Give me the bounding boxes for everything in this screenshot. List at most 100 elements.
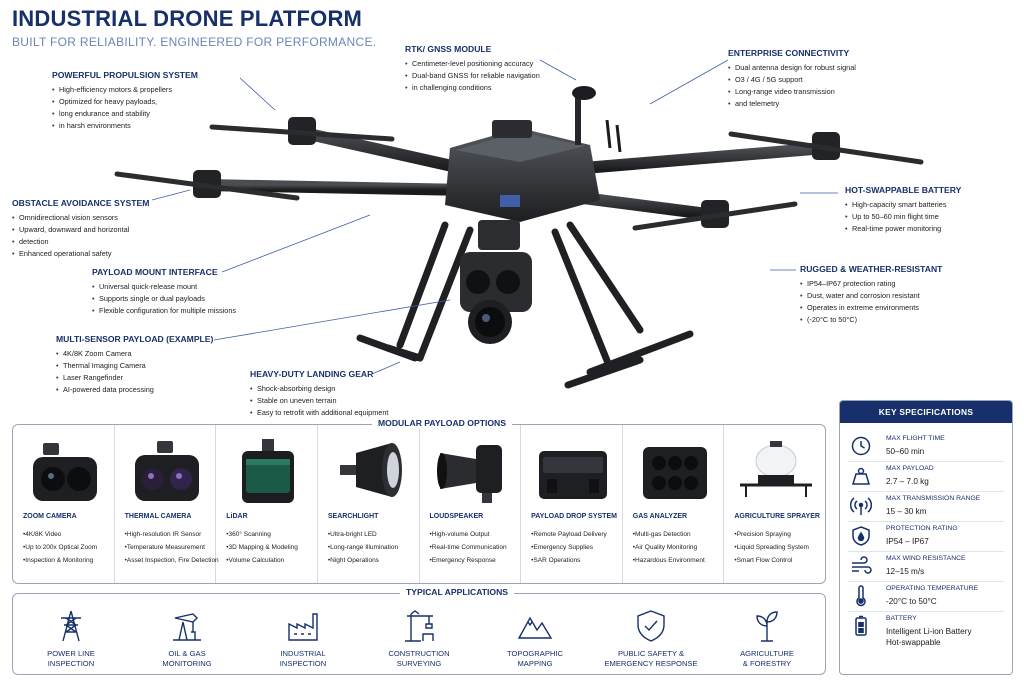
callout-item: Operates in extreme environments [800, 302, 942, 314]
callout-item: High-efficiency motors & propellers [52, 84, 198, 96]
payload-name: THERMAL CAMERA [124, 513, 192, 520]
payload-feature: Volume Calculation [226, 554, 298, 567]
payload-grid: ZOOM CAMERA4K/8K VideoUp to 200x Optical… [13, 425, 825, 583]
payload-card[interactable]: THERMAL CAMERA High-resolution IR SensorT… [115, 425, 219, 583]
spec-divider [848, 461, 1004, 462]
callout-item: Flexible configuration for multiple miss… [92, 305, 236, 317]
payload-features: High-resolution IR SensorTemperature Mea… [125, 528, 219, 567]
callout-item: in harsh environments [52, 120, 198, 132]
callout-rtk-gnss: RTK/ GNSS MODULE Centimeter-level positi… [405, 44, 540, 94]
payload-features: Remote Payload DeliveryEmergency Supplie… [531, 528, 606, 567]
applications-title: TYPICAL APPLICATIONS [400, 587, 515, 597]
shield-check-icon [633, 608, 669, 644]
callout-item: Stable on uneven terrain [250, 395, 388, 407]
payload-card[interactable]: AGRICULTURE SPRAYERPrecision SprayingLiq… [724, 425, 825, 583]
payload-name: ZOOM CAMERA [23, 513, 77, 520]
payload-feature: Remote Payload Delivery [531, 528, 606, 541]
payload-name: PAYLOAD DROP SYSTEM [531, 513, 617, 520]
payload-name: SEARCHLIGHT [327, 513, 379, 520]
spec-label: BATTERY [886, 615, 917, 622]
searchlight-image [330, 435, 410, 505]
payload-card[interactable]: GAS ANALYZER Multi-gas DetectionAir Quali… [623, 425, 725, 583]
callout-item: Dual-band GNSS for reliable navigation [405, 70, 540, 82]
application-item[interactable]: AGRICULTURE & FORESTRY [709, 594, 825, 674]
gas-analyzer-image [635, 435, 715, 505]
application-label: POWER LINE INSPECTION [47, 649, 95, 668]
payload-features: Multi-gas DetectionAir Quality Monitorin… [633, 528, 705, 567]
weight-icon [850, 465, 872, 487]
application-item[interactable]: INDUSTRIAL INSPECTION [245, 594, 361, 674]
spec-label: MAX PAYLOAD [886, 465, 934, 472]
callout-item: Up to 50–60 min flight time [845, 211, 961, 223]
payload-feature: 3D Mapping & Modeling [226, 541, 298, 554]
payload-card[interactable]: SEARCHLIGHT Ultra-bright LEDLong-range Il… [318, 425, 420, 583]
spec-divider [848, 521, 1004, 522]
spec-divider [848, 551, 1004, 552]
application-item[interactable]: OIL & GAS MONITORING [129, 594, 245, 674]
application-label: TOPOGRAPHIC MAPPING [507, 649, 563, 668]
callout-item: long endurance and stability [52, 108, 198, 120]
payload-card[interactable]: LiDAR360° Scanning3D Mapping & ModelingV… [216, 425, 318, 583]
plant-icon [749, 608, 785, 644]
payload-feature: Long-range Illumination [328, 541, 398, 554]
callout-multi-sensor-payload: MULTI-SENSOR PAYLOAD (EXAMPLE) 4K/8K Zoo… [56, 334, 213, 396]
callout-obstacle-avoidance: OBSTACLE AVOIDANCE SYSTEM Omnidirectiona… [12, 198, 149, 260]
factory-icon [285, 608, 321, 644]
spec-value: 2.7 – 7.0 kg [886, 477, 929, 486]
callout-item: Real-time power monitoring [845, 223, 961, 235]
lidar-image [228, 435, 308, 505]
callout-item: Dust, water and corrosion resistant [800, 290, 942, 302]
payload-feature: Asset Inspection, Fire Detection [125, 554, 219, 567]
application-item[interactable]: CONSTRUCTION SURVEYING [361, 594, 477, 674]
payload-card[interactable]: ZOOM CAMERA4K/8K VideoUp to 200x Optical… [13, 425, 115, 583]
application-item[interactable]: TOPOGRAPHIC MAPPING [477, 594, 593, 674]
payload-feature: Night Operations [328, 554, 398, 567]
callout-propulsion: POWERFUL PROPULSION SYSTEM High-efficien… [52, 70, 198, 132]
payload-feature: 4K/8K Video [23, 528, 97, 541]
payload-feature: 360° Scanning [226, 528, 298, 541]
payload-feature: Temperature Measurement [125, 541, 219, 554]
payload-card[interactable]: PAYLOAD DROP SYSTEM Remote Payload Delive… [521, 425, 623, 583]
drone-illustration [114, 86, 924, 389]
payload-feature: Inspection & Monitoring [23, 554, 97, 567]
callout-hot-swappable-battery: HOT-SWAPPABLE BATTERY High-capacity smar… [845, 185, 961, 235]
landing-gear [356, 221, 694, 389]
callout-item: Upward, downward and horizontal [12, 224, 149, 236]
mountain-icon [517, 608, 553, 644]
application-item[interactable]: POWER LINE INSPECTION [13, 594, 129, 674]
applications-panel: POWER LINE INSPECTION OIL & GAS MONITORIN… [12, 593, 826, 675]
callout-title: PAYLOAD MOUNT INTERFACE [92, 267, 218, 277]
callout-item: Easy to retrofit with additional equipme… [250, 407, 388, 419]
callout-item: (-20°C to 50°C) [800, 314, 942, 326]
spec-divider [848, 581, 1004, 582]
spec-label: PROTECTION RATING [886, 525, 958, 532]
payload-feature: Hazardous Environment [633, 554, 705, 567]
callout-item: Long-range video transmission [728, 86, 856, 98]
payload-name: GAS ANALYZER [632, 513, 688, 520]
payload-card[interactable]: LOUDSPEAKERHigh-volume OutputReal-time C… [420, 425, 522, 583]
spec-label: MAX FLIGHT TIME [886, 435, 945, 442]
page-title: INDUSTRIAL DRONE PLATFORM [12, 6, 363, 31]
callout-title: RTK/ GNSS MODULE [405, 44, 492, 54]
drone-body [445, 86, 622, 222]
application-item[interactable]: PUBLIC SAFETY & EMERGENCY RESPONSE [593, 594, 709, 674]
payload-name: AGRICULTURE SPRAYER [734, 513, 820, 520]
payload-feature: Real-time Communication [430, 541, 507, 554]
callout-item: detection [12, 236, 149, 248]
spec-label: MAX TRANSMISSION RANGE [886, 495, 981, 502]
payload-features: Ultra-bright LEDLong-range IlluminationN… [328, 528, 398, 567]
payload-feature: Ultra-bright LED [328, 528, 398, 541]
application-label: OIL & GAS MONITORING [162, 649, 212, 668]
payload-features: High-volume OutputReal-time Communicatio… [430, 528, 507, 567]
callout-rugged-weather-resistant: RUGGED & WEATHER-RESISTANT IP54–IP67 pro… [800, 264, 942, 326]
water-drop-shield-icon [850, 525, 872, 547]
power-tower-icon [53, 608, 89, 644]
payload-feature: Multi-gas Detection [633, 528, 705, 541]
key-specifications-title: KEY SPECIFICATIONS [840, 401, 1012, 423]
spec-value: Intelligent Li-ion Battery [886, 627, 972, 636]
callout-enterprise-connectivity: ENTERPRISE CONNECTIVITY Dual antenna des… [728, 48, 856, 110]
applications-grid: POWER LINE INSPECTION OIL & GAS MONITORIN… [13, 594, 825, 674]
